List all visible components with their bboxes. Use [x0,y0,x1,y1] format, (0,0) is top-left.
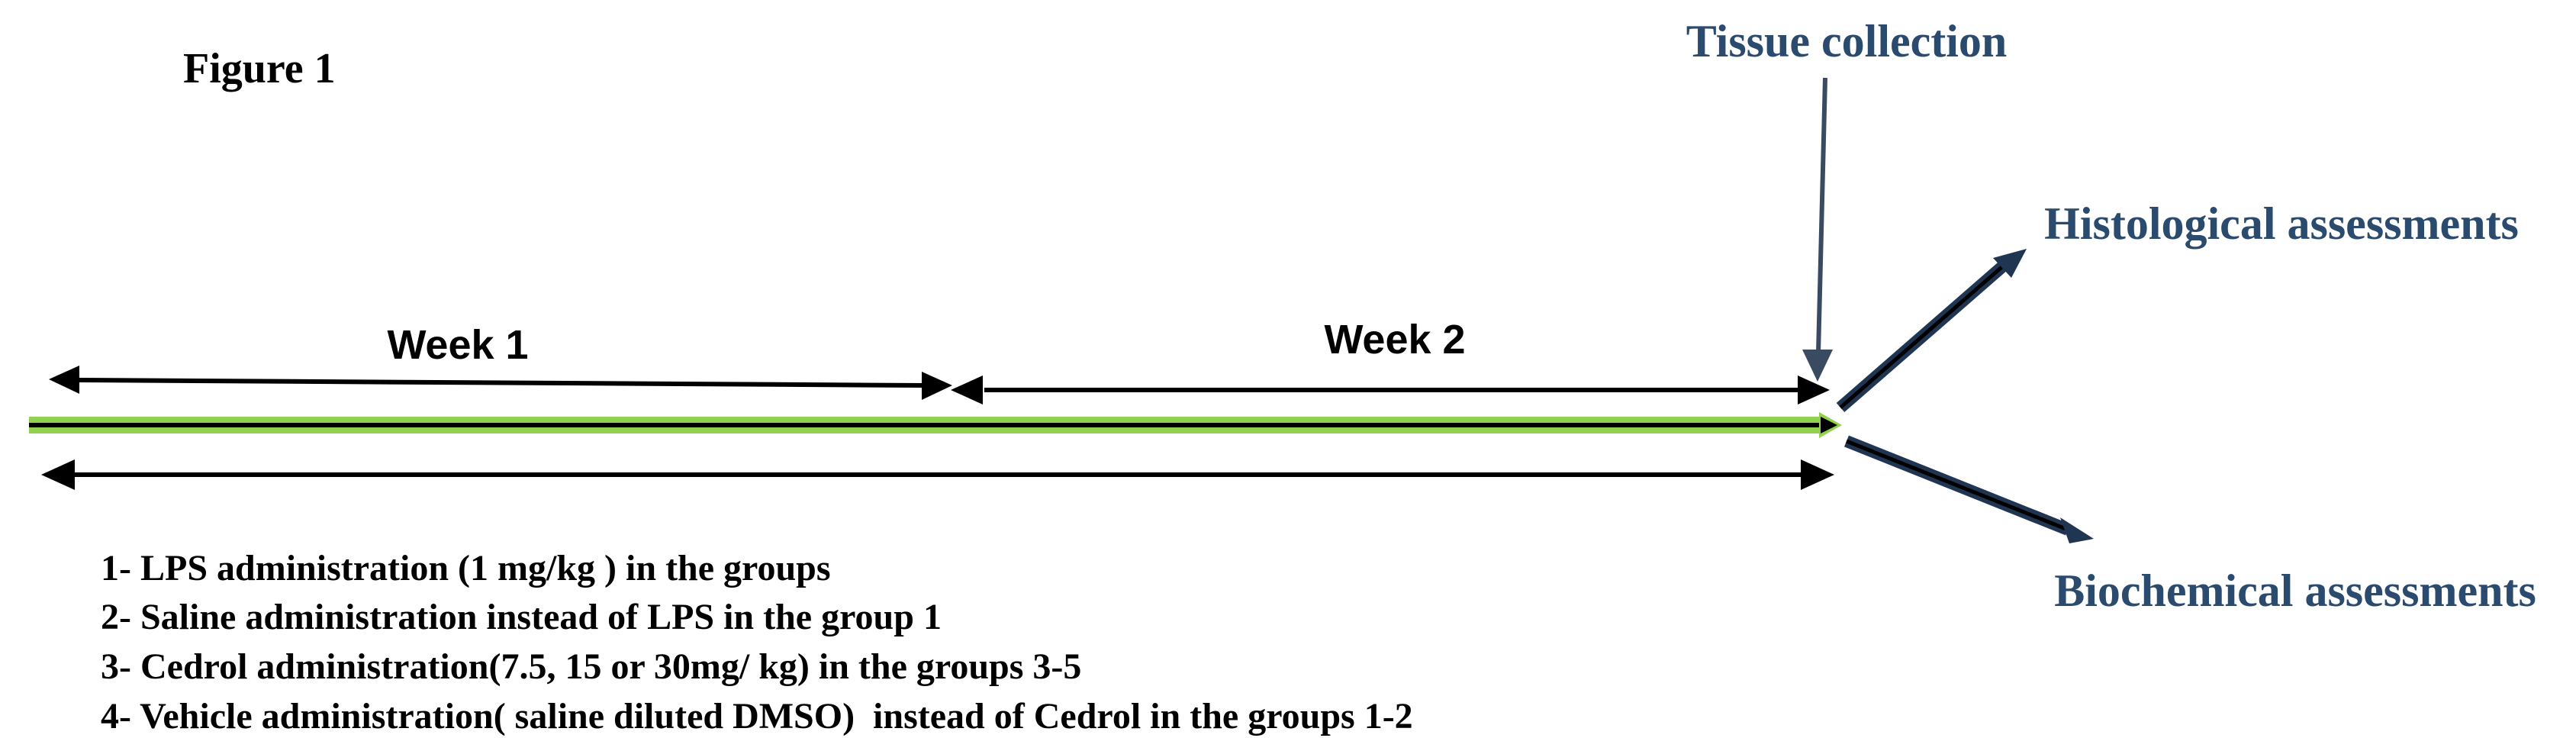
figure-label: Figure 1 [183,45,336,92]
full-duration-arrow [41,459,1834,490]
histological-branch-arrow [1836,249,2027,413]
protocol-step-2: 2- Saline administration instead of LPS … [101,597,942,637]
tissue-collection-pointer [1802,77,1833,382]
tissue-collection-label: Tissue collection [1686,16,2008,66]
main-timeline-bar [29,412,1842,438]
week-2-span-arrow [951,375,1830,404]
week-2-label: Week 2 [1324,317,1465,363]
histological-assessments-label: Histological assessments [2044,198,2519,249]
protocol-step-1: 1- LPS administration (1 mg/kg ) in the … [101,548,831,588]
biochemical-branch-arrow [1844,435,2094,543]
week-1-span-arrow [49,366,952,400]
protocol-step-3: 3- Cedrol administration(7.5, 15 or 30mg… [101,646,1081,687]
week-1-label: Week 1 [387,322,528,368]
biochemical-assessments-label: Biochemical assessments [2054,566,2536,616]
protocol-step-4: 4- Vehicle administration( saline dilute… [101,696,1413,736]
protocol-steps-list: 1- LPS administration (1 mg/kg ) in the … [101,548,1413,736]
